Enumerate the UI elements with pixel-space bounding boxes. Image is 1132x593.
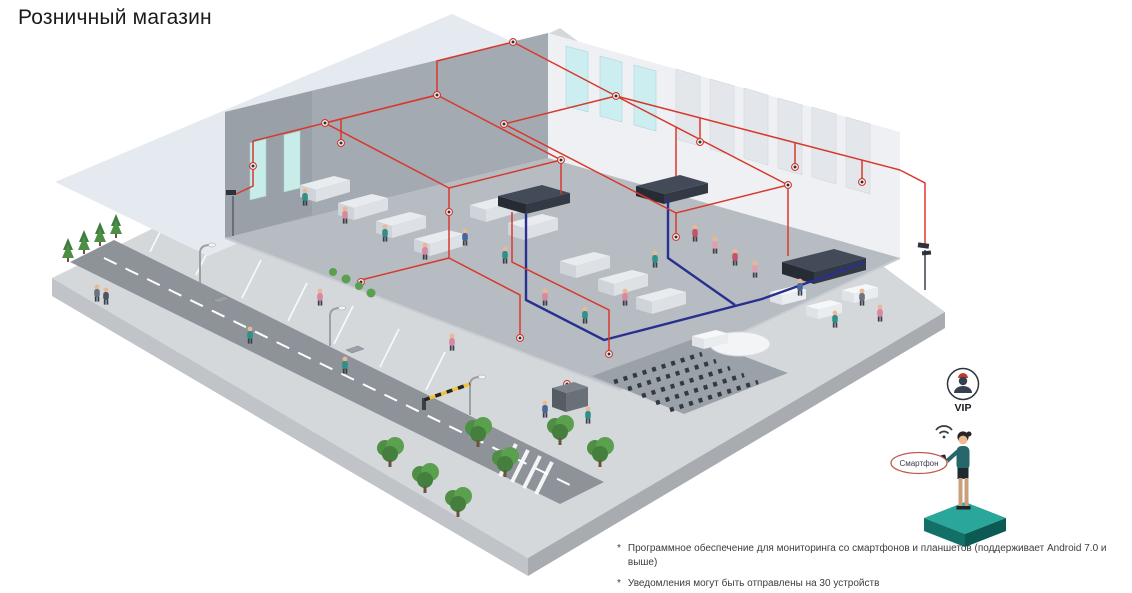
wifi-icon xyxy=(935,425,953,439)
vip-label: VIP xyxy=(955,402,972,414)
barrier-gate xyxy=(422,382,471,410)
vip-customer xyxy=(939,431,972,510)
glass-panel xyxy=(599,55,623,123)
bush xyxy=(366,288,376,298)
dome-camera-icon xyxy=(509,38,517,46)
nvr-recorder xyxy=(636,175,708,204)
bullet-camera-icon xyxy=(226,190,236,195)
wall-shelf xyxy=(811,106,837,185)
dome-camera-icon xyxy=(337,139,345,147)
dome-camera-icon xyxy=(858,178,866,186)
dome-camera-icon xyxy=(784,181,792,189)
wall-shelf xyxy=(845,116,871,195)
bush xyxy=(355,282,363,290)
footnote-2-text: Уведомления могут быть отправлены на 30 … xyxy=(627,578,880,589)
smartphone-label: Смартфон xyxy=(899,459,938,468)
pine-tree xyxy=(78,230,90,254)
teal-platform-right xyxy=(965,518,1006,547)
security-kiosk xyxy=(552,382,588,412)
footnote-1: * Программное обеспечение для мониторинг… xyxy=(617,542,1127,569)
bush xyxy=(341,274,351,284)
pine-tree xyxy=(110,214,122,238)
glass-panel xyxy=(565,45,589,113)
dome-camera-icon xyxy=(557,156,565,164)
vip-group: VIP Смартфон xyxy=(890,367,1006,547)
vip-badge xyxy=(946,367,980,401)
pine-tree xyxy=(94,222,106,246)
wall-shelf xyxy=(777,97,803,176)
right-wall xyxy=(548,33,900,258)
camera-pole-right xyxy=(917,242,932,290)
wall-shelf xyxy=(709,78,735,157)
shopping-cart xyxy=(211,295,231,304)
dome-camera-icon xyxy=(612,92,620,100)
back-wall-door xyxy=(283,130,301,193)
teal-platform-left xyxy=(924,518,965,547)
dome-camera-icon xyxy=(445,208,453,216)
dome-camera-icon xyxy=(605,350,613,358)
dome-camera-icon xyxy=(321,119,329,127)
trees xyxy=(62,214,614,517)
bullet-camera-icon xyxy=(921,250,932,256)
vip-cap-icon xyxy=(958,373,968,378)
pine-tree xyxy=(62,238,74,262)
glass-panel xyxy=(633,64,657,132)
camera-pole-left xyxy=(226,190,236,236)
dome-camera-icon xyxy=(516,334,524,342)
dome-camera-icon xyxy=(672,233,680,241)
footnote-1-marker: * xyxy=(617,543,621,554)
road-centerline xyxy=(103,257,573,487)
nvr-recorder xyxy=(498,185,570,214)
ground-side-left xyxy=(52,278,528,576)
page-title: Розничный магазин xyxy=(18,6,212,29)
footnotes: * Программное обеспечение для мониторинг… xyxy=(617,542,1127,593)
footnote-2-marker: * xyxy=(617,578,621,589)
dome-camera-icon xyxy=(696,138,704,146)
footnote-1-text: Программное обеспечение для мониторинга … xyxy=(627,543,1107,568)
dome-camera-icon xyxy=(433,91,441,99)
wall-shelf xyxy=(675,68,701,147)
bullet-camera-icon xyxy=(917,242,930,249)
smartphone-callout: Смартфон xyxy=(890,451,948,475)
camera-cables-red xyxy=(235,41,926,352)
wall-shelf xyxy=(743,87,769,166)
ground-side-right xyxy=(528,312,945,576)
dome-camera-icon xyxy=(791,163,799,171)
bush xyxy=(329,268,337,276)
dome-camera-icon xyxy=(500,120,508,128)
network-cables-blue xyxy=(524,198,865,342)
dome-camera-icon xyxy=(249,162,257,170)
shopping-cart xyxy=(345,345,365,354)
footnote-2: * Уведомления могут быть отправлены на 3… xyxy=(617,577,1127,591)
back-wall-door xyxy=(249,138,267,201)
nvr-recorders xyxy=(498,175,866,284)
